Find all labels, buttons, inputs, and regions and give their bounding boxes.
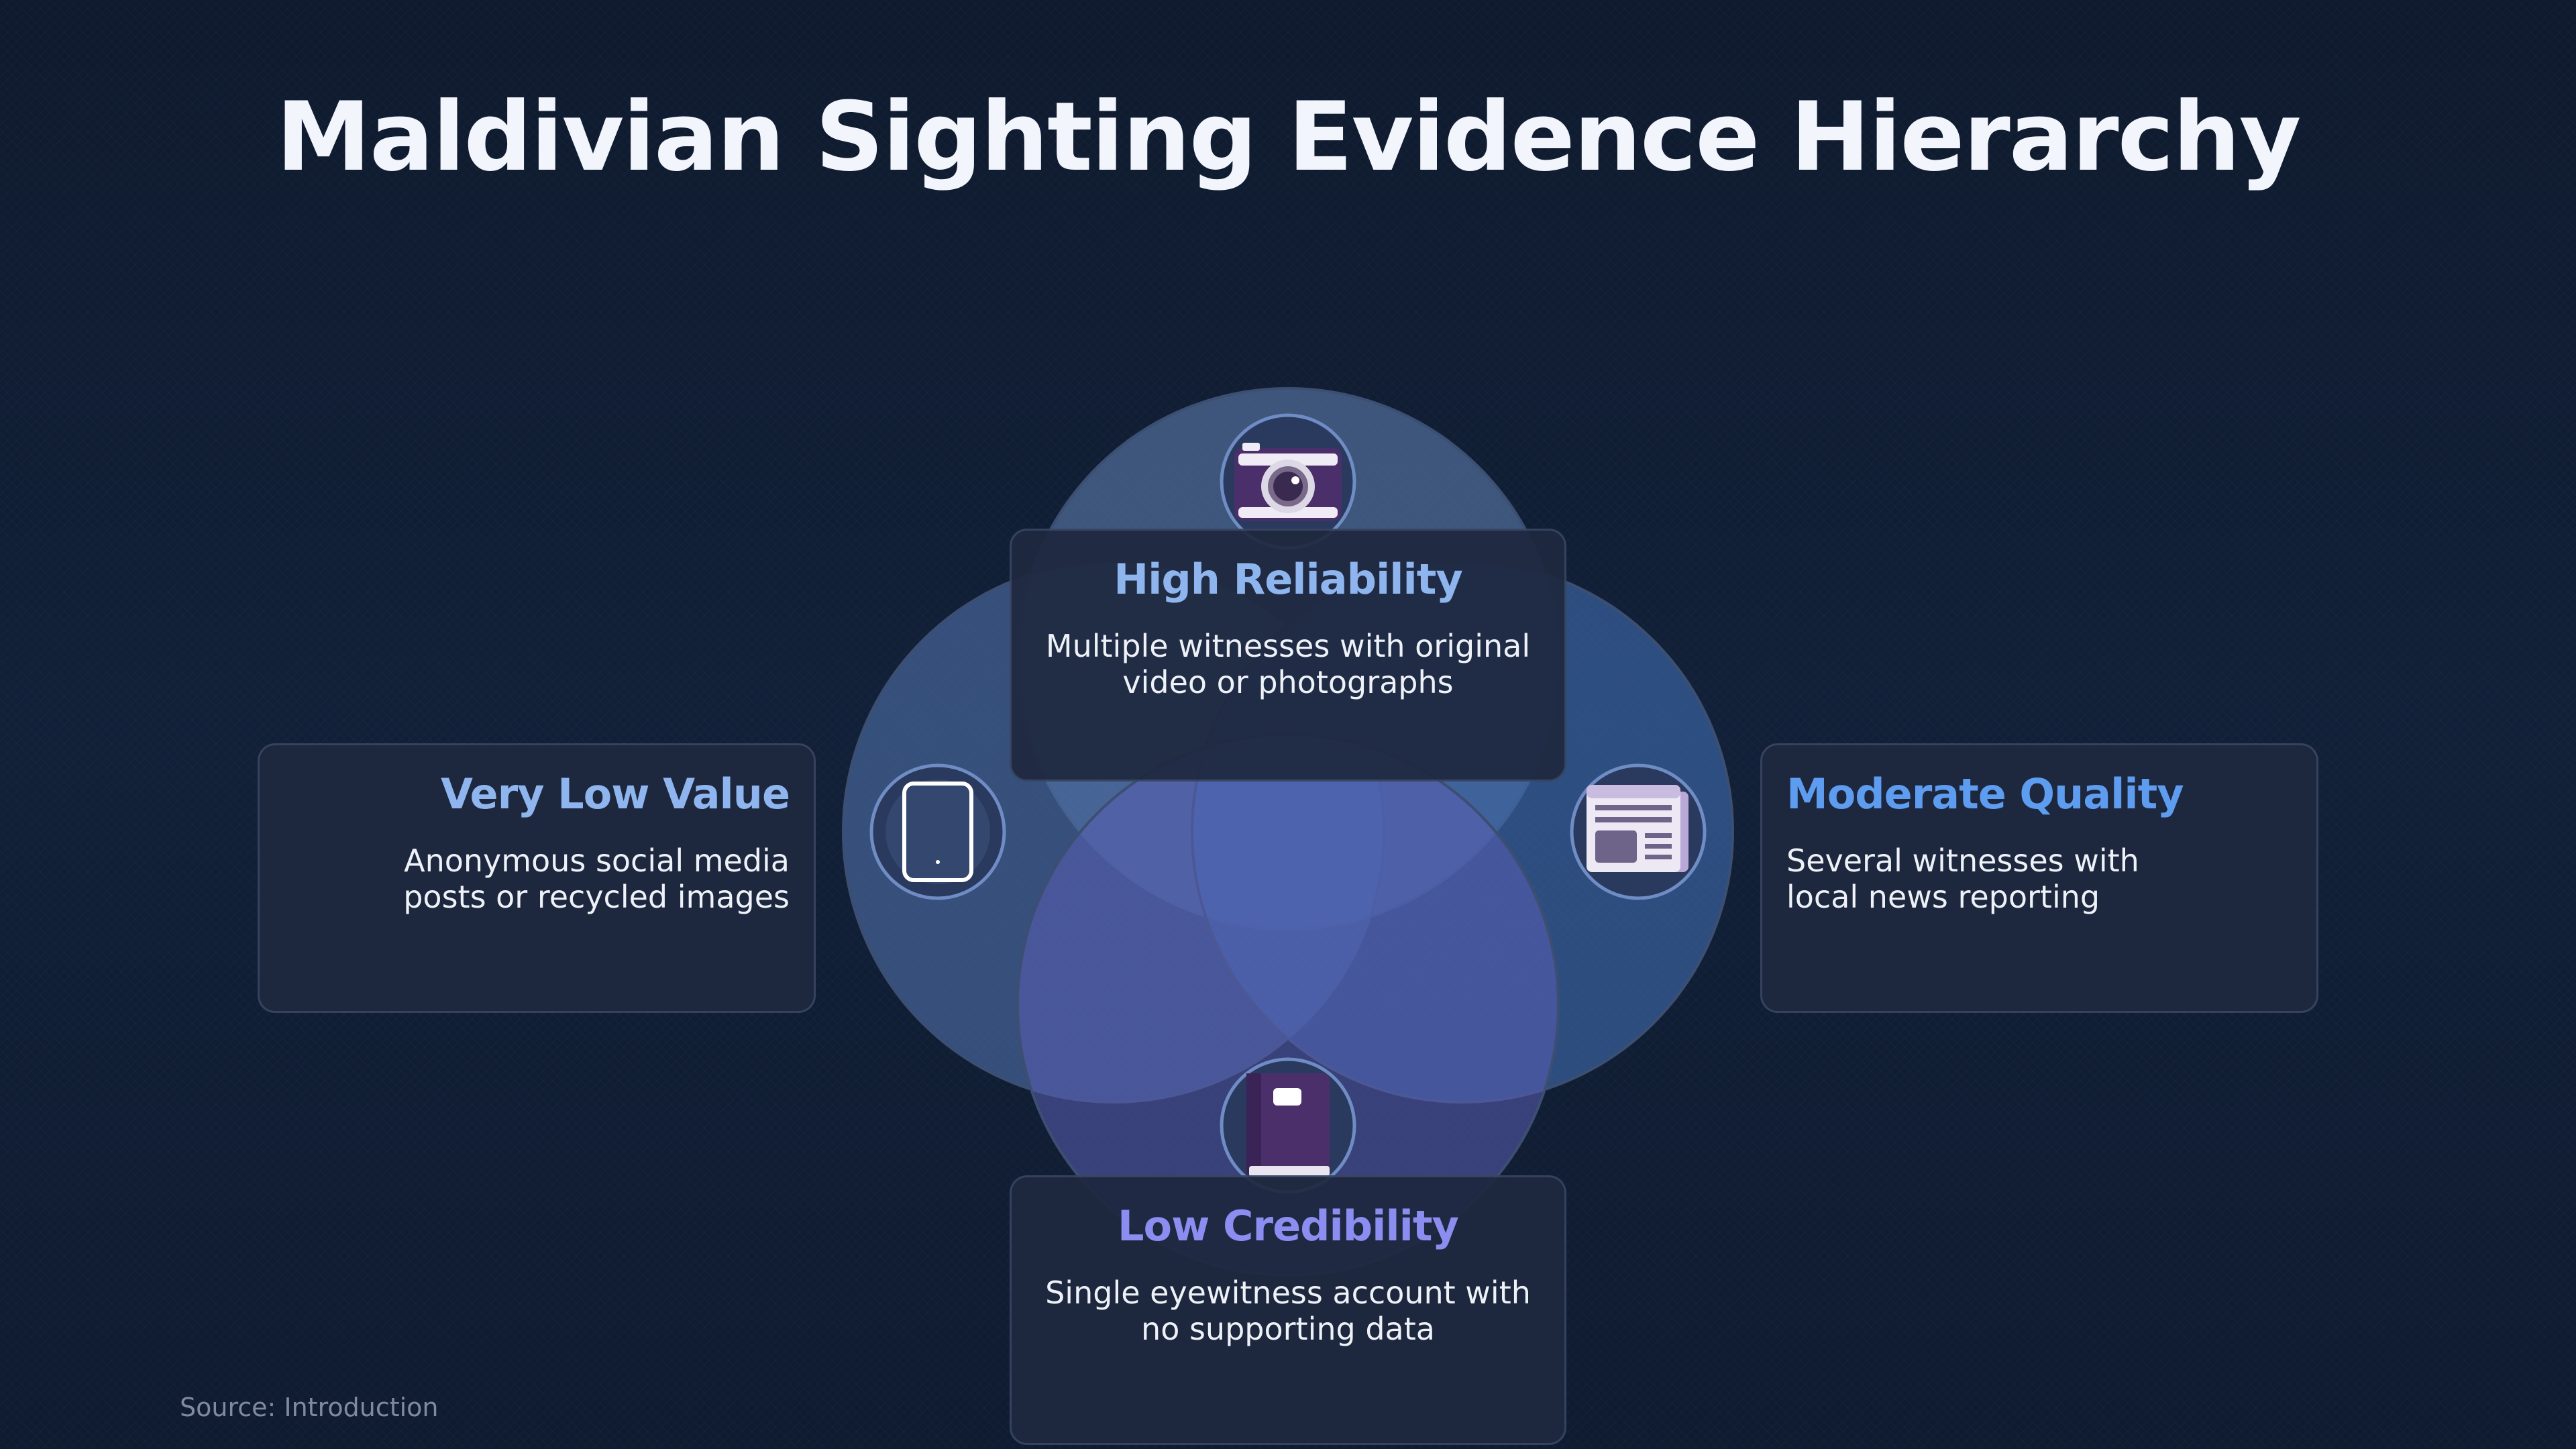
page-title: Maldivian Sighting Evidence Hierarchy: [276, 82, 2302, 193]
card-title: Low Credibility: [1118, 1201, 1459, 1250]
card-moderate-quality: Moderate Quality Several witnesses with …: [1760, 743, 2318, 1013]
card-title: Very Low Value: [440, 769, 790, 818]
card-title: Moderate Quality: [1786, 769, 2184, 818]
source-note: Source: Introduction: [180, 1393, 439, 1422]
card-high-reliability: High Reliability Multiple witnesses with…: [1010, 529, 1566, 782]
notebook-icon: [1220, 1057, 1356, 1194]
card-description: Single eyewitness account with no suppor…: [1045, 1275, 1531, 1347]
card-description: Anonymous social media posts or recycled…: [403, 843, 790, 915]
newspaper-icon: [1570, 763, 1707, 900]
card-low-credibility: Low Credibility Single eyewitness accoun…: [1010, 1175, 1566, 1445]
smartphone-icon: [869, 763, 1006, 900]
camera-icon: [1220, 413, 1356, 550]
card-description: Multiple witnesses with original video o…: [1045, 628, 1531, 700]
card-description: Several witnesses with local news report…: [1786, 843, 2139, 915]
card-title: High Reliability: [1114, 555, 1463, 604]
card-very-low-value: Very Low Value Anonymous social media po…: [258, 743, 816, 1013]
